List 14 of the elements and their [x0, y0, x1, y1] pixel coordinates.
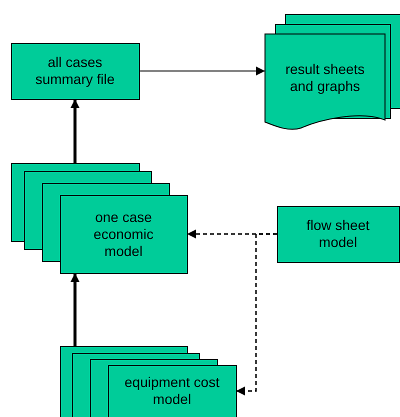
stacked-boxes	[60, 346, 236, 417]
process-box	[277, 206, 399, 262]
node-text: result sheets and graphs	[284, 61, 366, 95]
stacked-documents	[265, 14, 400, 130]
process-box	[11, 43, 139, 99]
node-text: all cases summary file	[34, 54, 116, 88]
node-text: one case economic model	[92, 208, 154, 260]
stacked-boxes	[11, 163, 187, 273]
arrow	[70, 99, 80, 163]
node-text: flow sheet model	[305, 217, 371, 251]
arrow	[236, 233, 277, 396]
arrow	[138, 66, 266, 76]
node-text: equipment cost model	[124, 374, 220, 408]
arrow	[70, 273, 80, 346]
